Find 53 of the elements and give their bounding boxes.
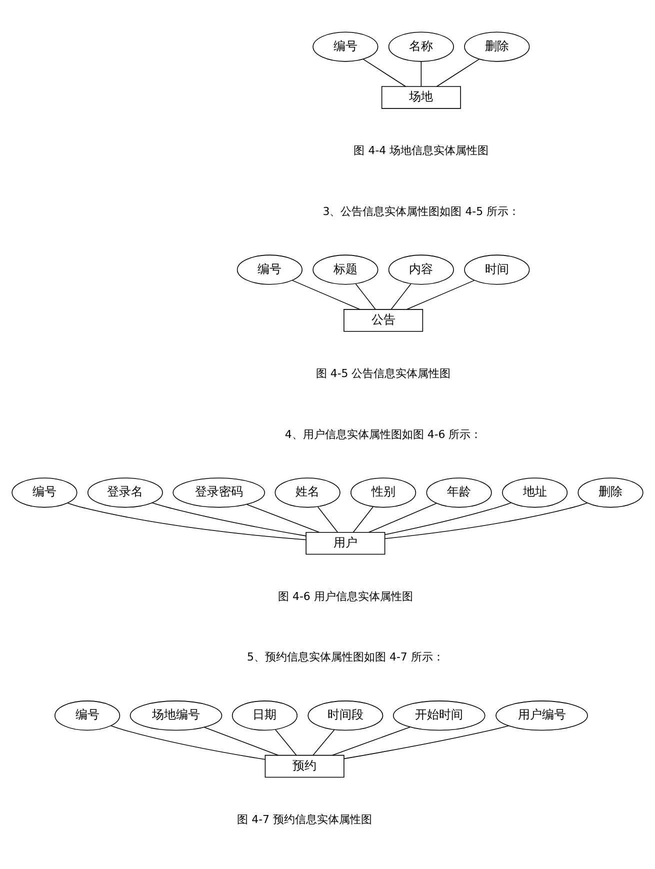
connector xyxy=(390,283,412,310)
node-ellipse: 日期 xyxy=(232,700,298,730)
node-ellipse: 时间 xyxy=(464,254,530,284)
node-ellipse: 地址 xyxy=(502,477,568,508)
connector xyxy=(436,58,480,86)
node-ellipse: 场地编号 xyxy=(130,700,222,730)
label: 4、用户信息实体属性图如图 4-6 所示： xyxy=(284,427,482,440)
label: 图 4-5 公告信息实体属性图 xyxy=(316,366,451,380)
node-ellipse: 年龄 xyxy=(426,477,492,508)
node-box: 用户 xyxy=(306,531,386,554)
node-ellipse: 开始时间 xyxy=(392,700,486,730)
node-ellipse: 删除 xyxy=(464,31,530,62)
connector xyxy=(384,502,512,535)
node-ellipse: 时间段 xyxy=(308,700,384,730)
connector xyxy=(312,728,335,756)
connector xyxy=(332,726,410,756)
node-ellipse: 编号 xyxy=(54,700,120,730)
connector xyxy=(110,725,266,760)
connector xyxy=(406,280,475,310)
connector xyxy=(384,502,588,539)
node-ellipse: 登录密码 xyxy=(172,477,266,508)
node-box: 场地 xyxy=(381,86,461,108)
node-box: 公告 xyxy=(344,308,424,332)
node-ellipse: 用户编号 xyxy=(496,700,588,730)
node-ellipse: 姓名 xyxy=(274,477,340,508)
connector xyxy=(152,502,306,536)
connector xyxy=(352,506,374,532)
node-ellipse: 编号 xyxy=(312,31,378,62)
node-ellipse: 编号 xyxy=(12,477,78,508)
node-ellipse: 标题 xyxy=(312,254,378,284)
node-ellipse: 性别 xyxy=(350,477,416,508)
connector xyxy=(344,724,509,759)
label: 图 4-7 预约信息实体属性图 xyxy=(237,812,372,826)
label: 3、公告信息实体属性图如图 4-5 所示： xyxy=(322,204,520,218)
connector xyxy=(355,283,376,310)
node-ellipse: 名称 xyxy=(388,31,454,62)
node-ellipse: 删除 xyxy=(578,477,644,508)
node-ellipse: 登录名 xyxy=(87,477,163,508)
connector xyxy=(292,280,360,310)
connector xyxy=(318,506,338,532)
connector xyxy=(275,728,297,756)
connector xyxy=(67,502,306,540)
node-ellipse: 内容 xyxy=(388,254,454,284)
label: 5、预约信息实体属性图如图 4-7 所示： xyxy=(247,650,444,664)
connector xyxy=(246,504,320,532)
label: 图 4-6 用户信息实体属性图 xyxy=(278,589,413,602)
connector xyxy=(368,502,437,532)
connector xyxy=(420,60,422,86)
connector xyxy=(362,58,406,86)
node-box: 预约 xyxy=(264,754,344,778)
connector xyxy=(204,726,279,756)
node-ellipse: 编号 xyxy=(236,254,302,284)
label: 图 4-4 场地信息实体属性图 xyxy=(354,144,489,157)
